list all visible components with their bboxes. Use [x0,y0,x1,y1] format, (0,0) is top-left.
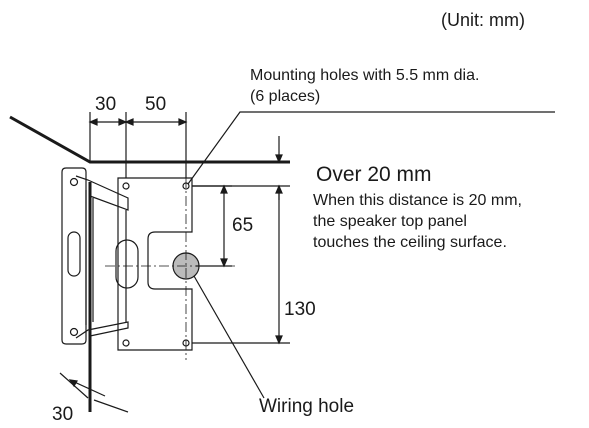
ceiling-note: When this distance is 20 mm, the speaker… [313,190,522,253]
unit-label: (Unit: mm) [441,10,525,30]
wiring-hole-label: Wiring hole [259,396,355,417]
dim-65-label: 65 [232,215,254,236]
dim-30-bottom-label: 30 [52,404,74,425]
holes-leader [187,111,555,185]
dim-50-label: 50 [145,94,167,115]
ceiling-line [9,115,290,164]
mounting-holes-line2: (6 places) [250,88,321,105]
wiring-leader [193,275,265,399]
mounting-plate [117,177,193,351]
dim-130-label: 130 [284,299,316,320]
side-bracket [61,167,87,345]
over-20-label: Over 20 mm [316,163,432,186]
note-line3: touches the ceiling surface. [313,234,507,251]
plate-slot [115,239,139,289]
note-line1: When this distance is 20 mm, [313,192,522,209]
note-line2: the speaker top panel [313,213,467,230]
bracket-slot [67,231,81,277]
mounting-holes-callout: Mounting holes with 5.5 mm dia. (6 place… [250,65,479,107]
mounting-holes-line1: Mounting holes with 5.5 mm dia. [250,67,480,84]
dim-30-top-label: 30 [95,94,117,115]
